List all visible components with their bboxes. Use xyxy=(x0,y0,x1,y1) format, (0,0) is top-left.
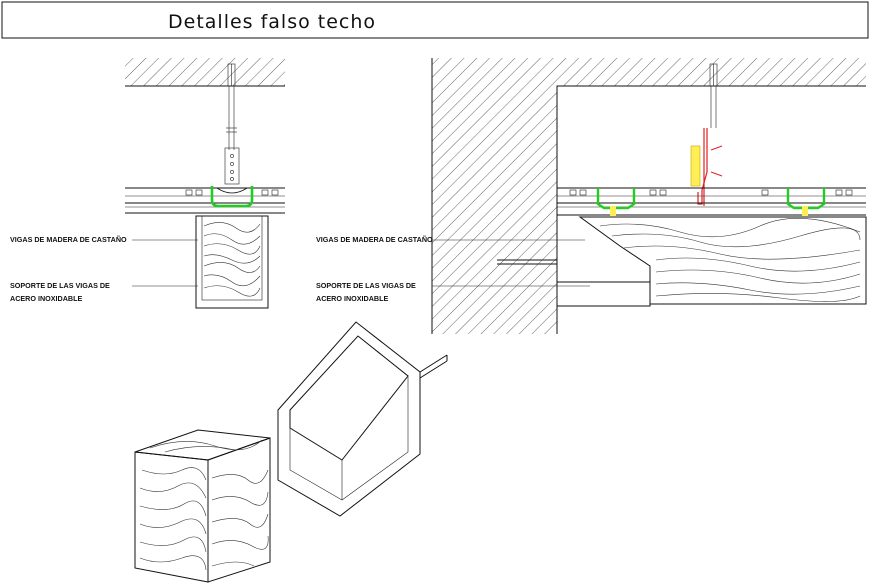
right-steel-support xyxy=(557,281,651,307)
right-green-clip-2 xyxy=(786,188,826,210)
right-green-clip-1 xyxy=(596,188,636,210)
bracket-pin xyxy=(419,354,448,373)
left-support-label-1: SOPORTE DE LAS VIGAS DE xyxy=(10,281,110,290)
left-beam-label: VIGAS DE MADERA DE CASTAÑO xyxy=(10,235,127,244)
isometric-wood-block xyxy=(134,429,271,583)
left-wood-beam xyxy=(195,215,269,309)
left-ceiling-slab xyxy=(125,58,285,86)
left-section: VIGAS DE MADERA DE CASTAÑO SOPORTE DE LA… xyxy=(10,58,285,309)
right-clip-1-tab xyxy=(610,206,616,216)
right-support-label-1: SOPORTE DE LAS VIGAS DE xyxy=(316,281,416,290)
right-clip-2-tab xyxy=(802,206,808,216)
title-frame xyxy=(1,1,869,39)
right-section: VIGAS DE MADERA DE CASTAÑO SOPORTE DE LA… xyxy=(316,58,867,334)
isometric-steel-bracket xyxy=(277,321,448,517)
left-green-clip xyxy=(210,186,254,208)
right-support-label-2: ACERO INOXIDABLE xyxy=(316,294,388,303)
right-yellow-spring xyxy=(690,145,701,187)
right-beam-label: VIGAS DE MADERA DE CASTAÑO xyxy=(316,235,433,244)
right-red-adjust-rod xyxy=(697,128,708,205)
left-support-label-2: ACERO INOXIDABLE xyxy=(10,294,82,303)
right-wall-and-slab xyxy=(432,58,866,334)
drawing-title: Detalles falso techo xyxy=(168,11,376,33)
left-adjuster-plate xyxy=(224,147,240,185)
